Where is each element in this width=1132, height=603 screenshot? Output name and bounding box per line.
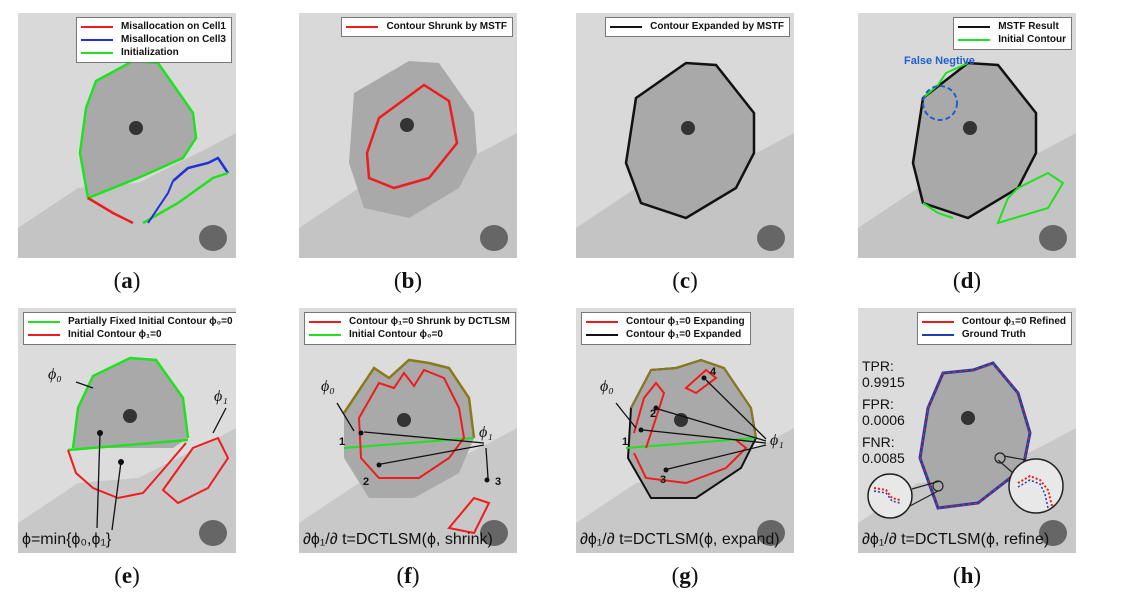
legend-b: Contour Shrunk by MSTF [341,17,513,37]
region-number: 4 [710,366,717,378]
panel-e: ϕ₀ ϕ₁ Partially Fixed Initial Contour ϕ₀… [18,308,236,553]
legend-item: Ground Truth [921,328,1066,341]
panel-g: ϕ₀ ϕ₁ 1 2 3 4 Contour ϕ₁=0 Expanding Con… [576,308,794,553]
region-number: 1 [339,436,346,448]
region-number: 1 [622,436,629,448]
fpr-value: 0.0006 [862,412,905,428]
fnr-value: 0.0085 [862,450,905,466]
legend-e: Partially Fixed Initial Contour ϕ₀=0 Ini… [23,312,236,345]
legend-item: Misallocation on Cell3 [80,33,226,46]
legend-item: Misallocation on Cell1 [80,20,226,33]
legend-f: Contour ϕ₁=0 Shrunk by DCTLSM Initial Co… [304,312,516,345]
legend-item: Initial Contour [958,33,1066,46]
phi1-label: ϕ₁ [770,432,784,449]
region-number: 3 [660,474,667,486]
caption-e: (e) [114,563,140,588]
panel-d: False Negtive MSTF Result Initial Contou… [858,13,1076,258]
equation-f: ∂ϕ₁/∂ t=DCTLSM(ϕ, shrink) [303,531,493,548]
phi0-label: ϕ₀ [600,378,614,395]
phi1-label: ϕ₁ [479,424,493,441]
caption-f: (f) [396,563,420,588]
tpr-label: TPR: [862,358,894,374]
legend-item: Contour ϕ₁=0 Expanded [586,328,745,341]
equation-h: ∂ϕ₁/∂ t=DCTLSM(ϕ, refine) [862,531,1050,548]
legend-a: Misallocation on Cell1 Misallocation on … [75,17,232,63]
phi0-label: ϕ₀ [48,366,62,383]
caption-a: (a) [113,268,141,293]
panel-f: ϕ₀ ϕ₁ 1 2 3 Contour ϕ₁=0 Shrunk by DCTLS… [299,308,517,553]
legend-item: Contour Shrunk by MSTF [346,20,507,33]
false-negative-label: False Negtive [904,55,975,67]
cell-image-b [299,13,517,258]
equation-e: ϕ=min{ϕ₀,ϕ₁} [22,531,112,548]
panel-c: Contour Expanded by MSTF [576,13,794,258]
caption-g: (g) [671,563,699,588]
cell-image-g [576,308,794,553]
region-number: 3 [495,476,502,488]
region-number: 2 [650,408,657,420]
legend-item: Partially Fixed Initial Contour ϕ₀=0 [28,315,233,328]
phi1-label: ϕ₁ [214,388,228,405]
panel-a: Misallocation on Cell1 Misallocation on … [18,13,236,258]
caption-h: (h) [952,563,982,588]
cell-image-e [18,308,236,553]
legend-item: Initial Contour ϕ₁=0 [28,328,233,341]
panel-b: Contour Shrunk by MSTF [299,13,517,258]
legend-item: Initialization [80,46,226,59]
legend-item: Contour ϕ₁=0 Shrunk by DCTLSM [309,315,510,328]
phi0-label: ϕ₀ [321,378,335,395]
legend-item: Contour ϕ₁=0 Expanding [586,315,745,328]
cell-image-f [299,308,517,553]
caption-b: (b) [393,268,423,293]
legend-g: Contour ϕ₁=0 Expanding Contour ϕ₁=0 Expa… [581,312,751,345]
fpr-label: FPR: [862,396,894,412]
legend-item: MSTF Result [958,20,1066,33]
caption-c: (c) [672,268,698,293]
region-number: 2 [363,476,370,488]
legend-item: Contour Expanded by MSTF [610,20,784,33]
fnr-label: FNR: [862,434,895,450]
tpr-value: 0.9915 [862,374,905,390]
cell-image-h [858,308,1076,553]
cell-image-d [858,13,1076,258]
panel-h: TPR: 0.9915 FPR: 0.0006 FNR: 0.0085 Cont… [858,308,1076,553]
legend-item: Contour ϕ₁=0 Refined [921,315,1066,328]
equation-g: ∂ϕ₁/∂ t=DCTLSM(ϕ, expand) [580,531,780,548]
legend-h: Contour ϕ₁=0 Refined Ground Truth [916,312,1072,345]
caption-d: (d) [952,268,982,293]
legend-c: Contour Expanded by MSTF [605,17,790,37]
legend-d: MSTF Result Initial Contour [953,17,1072,50]
cell-image-c [576,13,794,258]
legend-item: Initial Contour ϕ₀=0 [309,328,510,341]
